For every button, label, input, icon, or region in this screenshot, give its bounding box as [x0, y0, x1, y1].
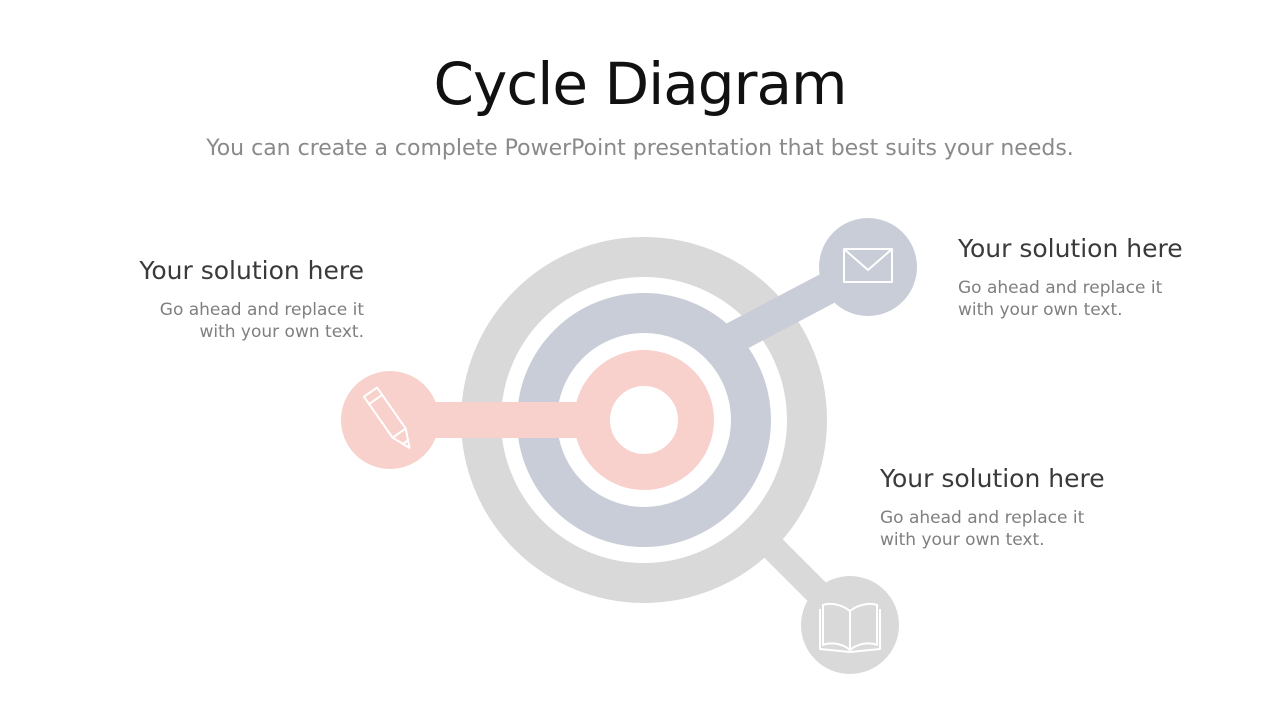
solution-text: Go ahead and replace it with your own te… [958, 278, 1163, 320]
solution-heading: Your solution here [139, 256, 364, 285]
solution-heading: Your solution here [958, 234, 1183, 263]
envelope-node[interactable] [819, 218, 917, 316]
solution-heading: Your solution here [880, 464, 1105, 493]
book-icon [819, 602, 881, 653]
inner-ring [574, 350, 714, 490]
solution-text: Go ahead and replace it with your own te… [159, 300, 364, 342]
slide-title: Cycle Diagram [433, 50, 848, 118]
envelope-icon [843, 248, 893, 283]
solution-block-left: Your solution here Go ahead and replace … [100, 256, 364, 343]
solution-text: Go ahead and replace it with your own te… [880, 508, 1085, 550]
inner-ring-group [341, 350, 714, 490]
pencil-icon [362, 386, 411, 449]
pencil-node[interactable] [341, 371, 439, 469]
slide-subtitle: You can create a complete PowerPoint pre… [206, 136, 1074, 161]
solution-block-right-bottom: Your solution here Go ahead and replace … [880, 464, 1200, 551]
solution-block-right-top: Your solution here Go ahead and replace … [958, 234, 1258, 321]
